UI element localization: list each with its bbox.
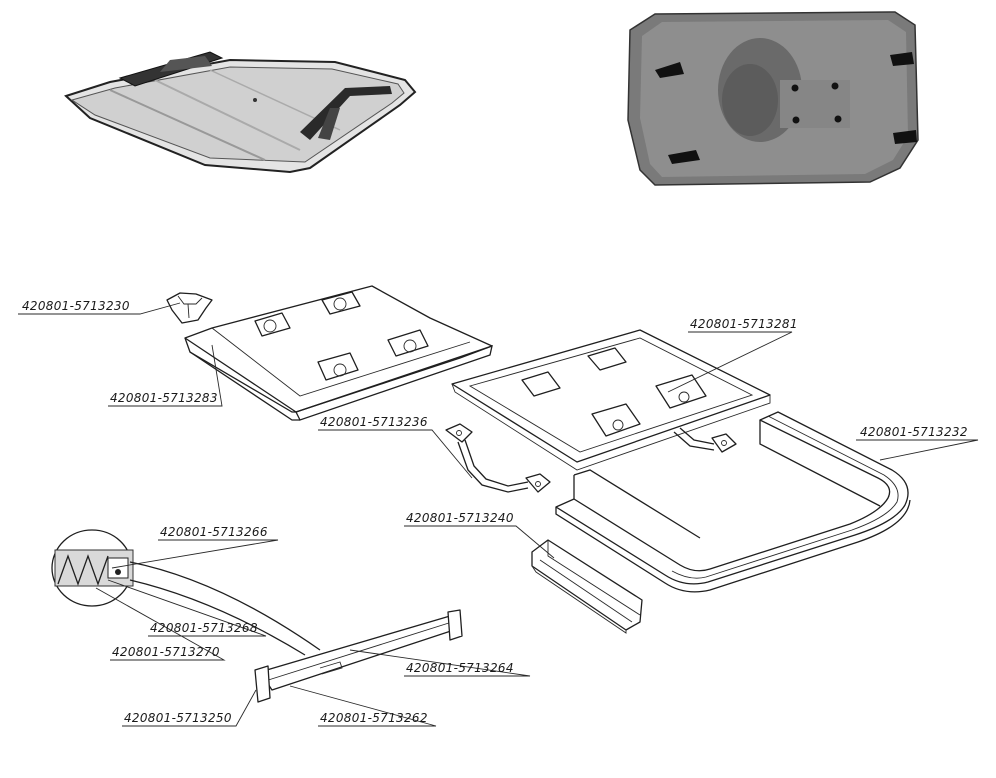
callout-label: 420801-5713270	[112, 645, 220, 659]
handle-part	[445, 423, 737, 493]
callout-label: 420801-5713268	[150, 621, 258, 635]
callout-label: 420801-5713236	[320, 415, 428, 429]
callout-label: 420801-5713281	[690, 317, 798, 331]
callout-label: 420801-5713264	[406, 661, 514, 675]
frame-plate-part	[451, 329, 771, 471]
spring-detail-inset	[51, 529, 321, 656]
leader-lines	[18, 302, 979, 727]
callout-label: 420801-5713283	[110, 391, 218, 405]
callout-label: 420801-5713230	[22, 299, 130, 313]
callout-label: 420801-5713250	[124, 711, 232, 725]
hinge-rail-part	[254, 609, 463, 703]
callout-label: 420801-5713262	[320, 711, 428, 725]
hatch-photo-top-view	[64, 51, 417, 174]
callout-label: 420801-5713240	[406, 511, 514, 525]
hatch-photo-underside	[627, 11, 919, 186]
u-frame-part	[555, 411, 911, 593]
upper-lid-part	[184, 285, 493, 421]
angle-bracket-part	[531, 539, 643, 634]
callout-label: 420801-5713266	[160, 525, 268, 539]
clip-part	[166, 292, 213, 324]
callout-label: 420801-5713232	[860, 425, 968, 439]
